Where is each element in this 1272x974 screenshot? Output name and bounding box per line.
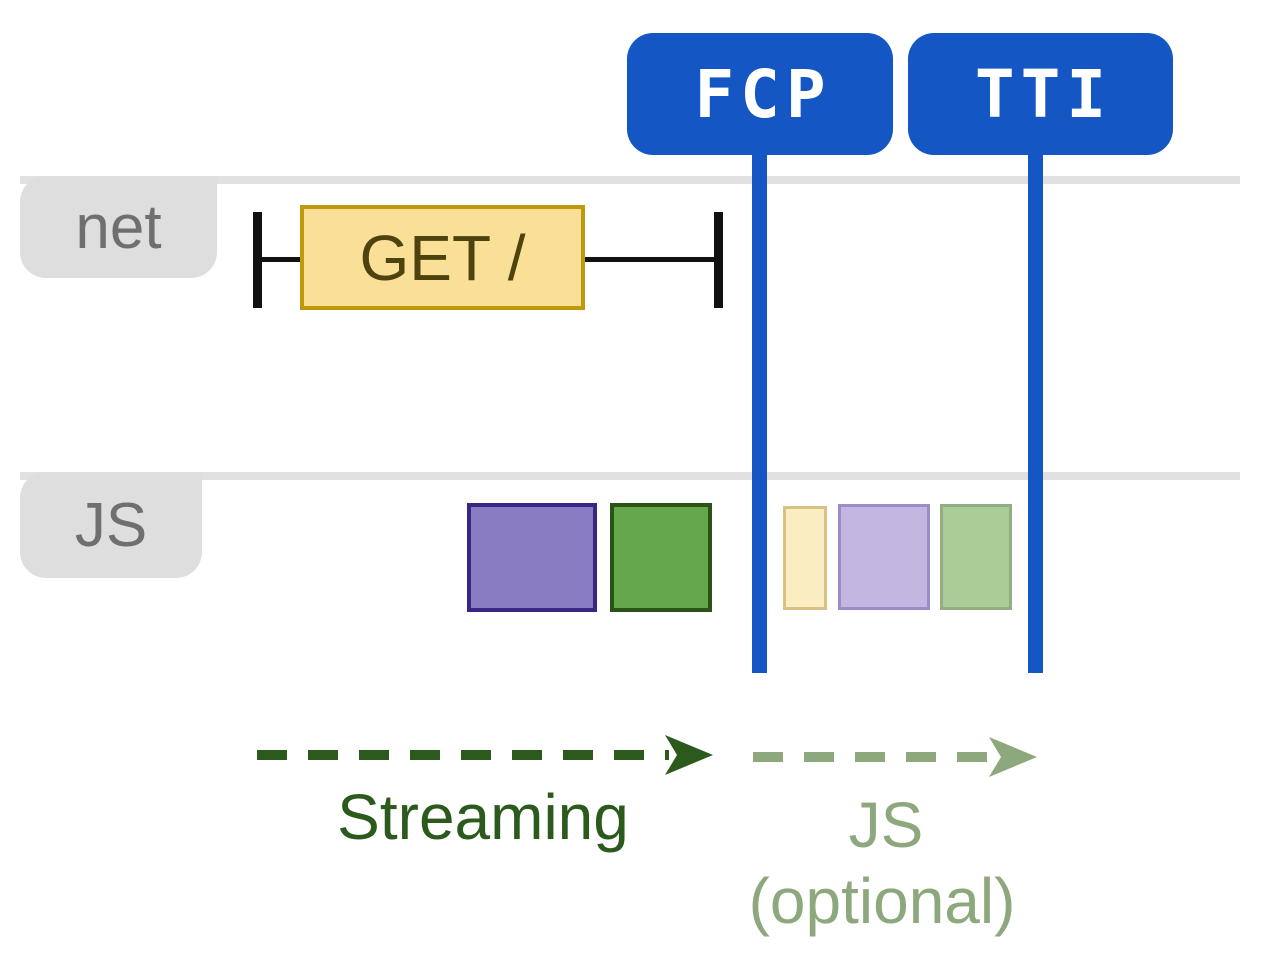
js-task-faded-lilac [838,504,930,610]
fcp-badge-label: FCP [694,55,832,133]
request-box: GET / [300,205,585,310]
net-lane-line [20,176,1240,184]
js-lane-label: JS [74,490,148,560]
net-lane-label: net [75,192,162,262]
tti-badge-label: TTI [974,55,1113,133]
tti-marker-line [1028,140,1043,673]
fcp-badge: FCP [627,33,893,155]
js-task-solid-green [610,503,712,612]
js-optional-sublabel: (optional) [748,865,1016,937]
js-optional-label: JS [848,789,924,861]
js-lane-line [20,472,1240,480]
js-optional-arrow [753,737,1037,777]
js-lane-tab: JS [20,472,202,578]
js-task-faded-lightgreen [940,504,1012,610]
request-end-tick [714,212,723,308]
net-lane-tab: net [20,176,217,278]
fcp-marker-line [752,140,767,673]
js-task-faded-yellow [783,506,827,610]
streaming-label: Streaming [337,781,629,853]
streaming-arrow [257,735,713,775]
js-task-solid-purple [467,503,597,612]
request-start-tick [253,212,262,308]
request-label: GET / [359,221,526,294]
tti-badge: TTI [908,33,1173,155]
